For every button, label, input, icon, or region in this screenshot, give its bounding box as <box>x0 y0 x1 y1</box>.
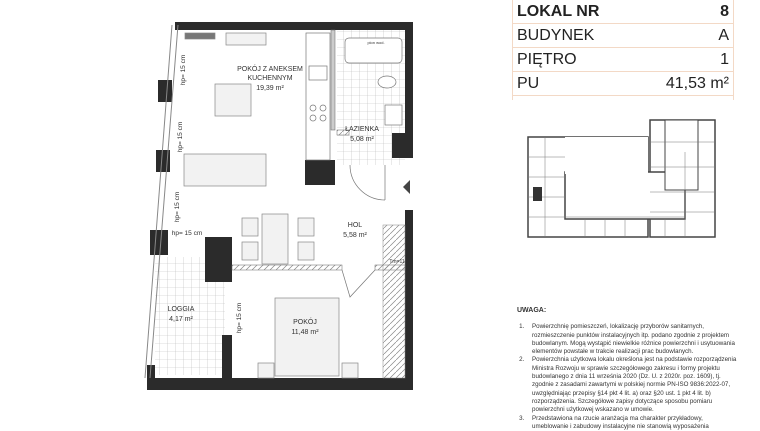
window-height-label: hp= 15 cm <box>180 55 187 86</box>
note-item: Powierzchnia użytkowa lokalu określona j… <box>526 356 737 414</box>
building-site-plan <box>527 119 716 238</box>
room-area: 11,48 m² <box>291 329 319 336</box>
room-label: ŁAZIENKA <box>345 126 379 133</box>
apartment-location-marker <box>533 187 542 201</box>
window-height-label: hp= 15 cm <box>236 303 243 334</box>
room-label: KUCHENNYM <box>247 75 292 82</box>
notes-section: UWAGA: Powierzchnię pomieszczeń, lokaliz… <box>512 307 737 431</box>
notes-title: UWAGA: <box>517 307 547 314</box>
bathroom-fixtures <box>344 37 403 126</box>
note-item: Powierzchnię pomieszczeń, lokalizację pr… <box>526 323 737 356</box>
apartment-floor-plan: POKÓJ Z ANEKSEM KUCHENNYM 19,39 m² ŁAZIE… <box>144 22 413 390</box>
walls <box>147 22 413 390</box>
pipe-label: pion wod. <box>367 40 384 45</box>
tm-label: Tm=11 <box>389 259 405 265</box>
room-area: 4,17 m² <box>169 316 193 323</box>
furniture <box>183 32 359 379</box>
room-label: HOL <box>348 222 363 229</box>
window-height-label: hp= 15 cm <box>177 122 184 153</box>
room-label: POKÓJ Z ANEKSEM <box>237 64 303 73</box>
note-item: Przedstawiona na rzucie aranżacja ma cha… <box>526 415 737 431</box>
entrance-arrow-icon <box>403 180 410 194</box>
window-height-label: hp= 15 cm <box>172 230 203 237</box>
room-label: POKÓJ <box>293 317 317 326</box>
door <box>349 164 386 201</box>
wardrobe <box>382 224 406 379</box>
room-area: 5,58 m² <box>343 232 367 239</box>
room-label: LOGGIA <box>168 306 195 313</box>
room-area: 5,08 m² <box>350 136 374 143</box>
window-height-label: hp= 15 cm <box>174 192 181 223</box>
window-wall <box>144 24 179 379</box>
room-area: 19,39 m² <box>256 85 284 92</box>
door <box>341 269 376 298</box>
kitchen-units <box>305 32 331 161</box>
partition <box>330 29 336 131</box>
